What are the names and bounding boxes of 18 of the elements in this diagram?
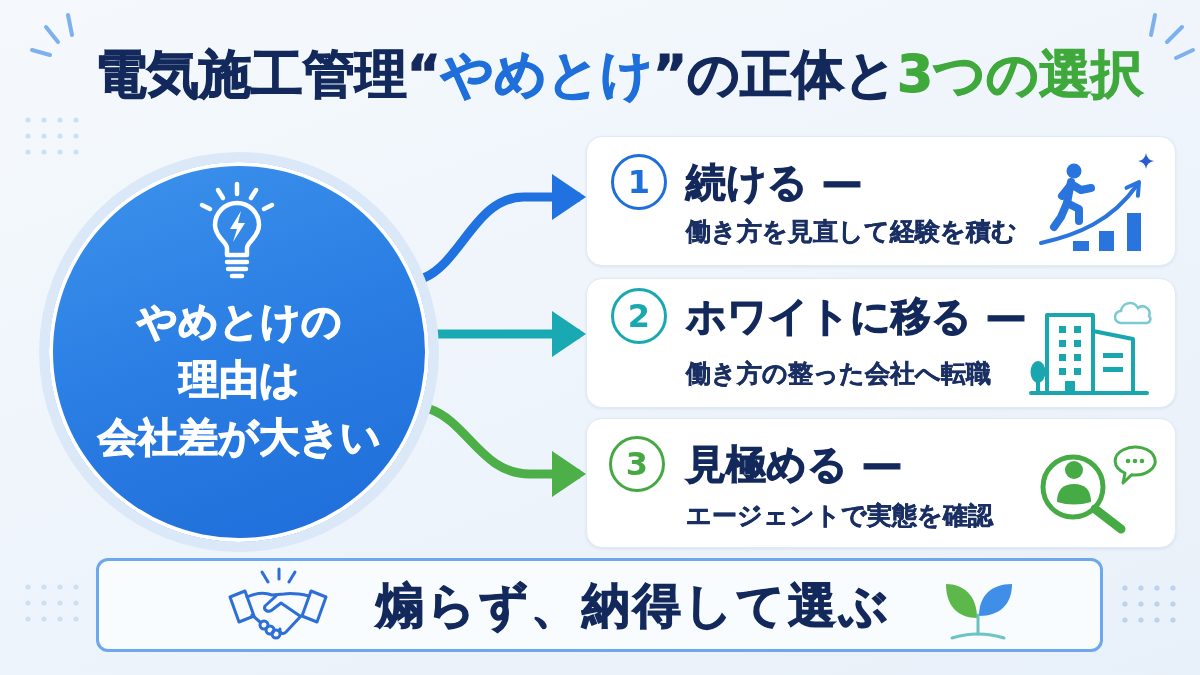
option-description: 働き方を見直して経験を積む	[686, 216, 1017, 248]
option-card	[586, 136, 1176, 266]
arrow	[427, 404, 586, 497]
message-banner	[96, 558, 1103, 652]
option-title: 続ける —	[686, 158, 862, 206]
option-card	[586, 418, 1176, 548]
arrow	[437, 311, 586, 357]
number-ring: 2	[611, 288, 667, 344]
option-description: エージェントで実態を確認	[686, 500, 993, 532]
option-title: 見極める —	[686, 440, 902, 488]
option-title: ホワイトに移る —	[686, 292, 1026, 340]
number-ring: 3	[609, 436, 665, 492]
banner-message: 煽らず、納得して選ぶ	[376, 576, 891, 635]
option-description: 働き方の整った会社へ転職	[686, 358, 991, 390]
option-card	[586, 278, 1176, 408]
main-message: やめとけの理由は会社差が大きい	[97, 297, 381, 462]
arrow	[421, 174, 586, 282]
number-ring: 1	[611, 154, 667, 210]
